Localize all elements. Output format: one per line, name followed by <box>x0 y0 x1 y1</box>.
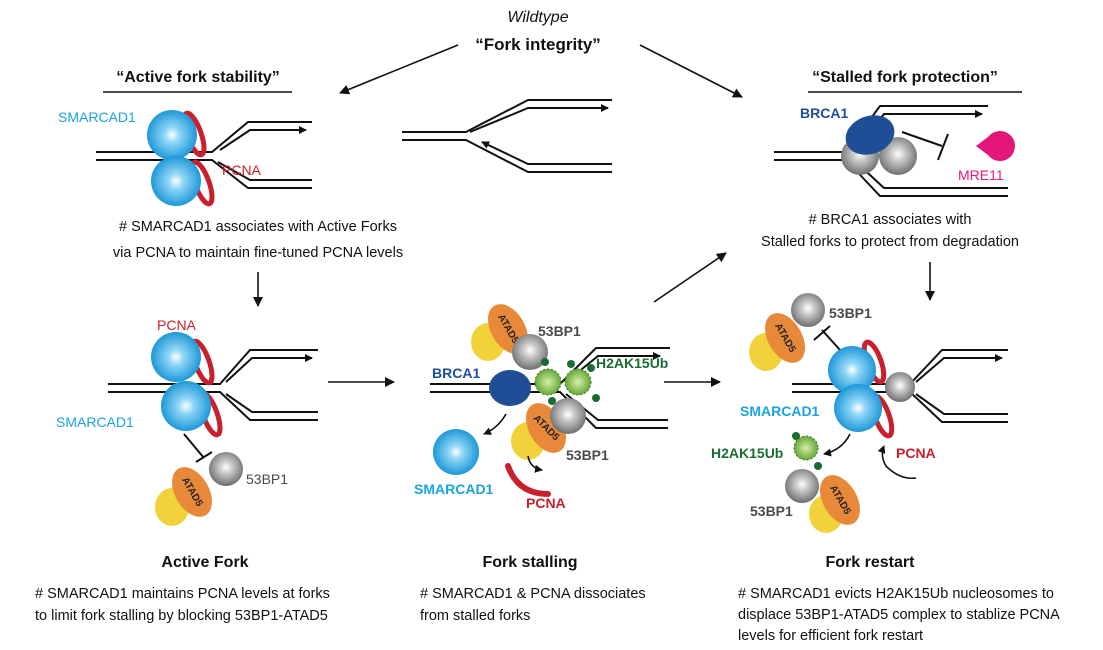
fork-integrity-title: “Fork integrity” <box>475 35 601 54</box>
ubiquitin-dot <box>792 432 800 440</box>
ubiquitin-dot <box>541 358 549 366</box>
eviction-arrow <box>823 433 851 457</box>
smarcad1-label: SMARCAD1 <box>740 403 820 419</box>
53bp1-label: 53BP1 <box>566 447 609 463</box>
central-fork-diagram <box>402 99 612 173</box>
smarcad1-label: SMARCAD1 <box>58 109 136 125</box>
53bp1-sphere <box>885 372 915 402</box>
inhibition-bar <box>195 451 213 463</box>
fork-stalling-title: Fork stalling <box>482 554 577 571</box>
active-stability-title: “Active fork stability” <box>116 69 280 86</box>
atad5-ellipse <box>820 475 860 525</box>
brca1-ellipse <box>845 115 895 155</box>
h2ak15ub-label: H2AK15Ub <box>711 445 783 461</box>
fork-stalling-caption-2: from stalled forks <box>420 608 530 624</box>
inhibition-bar <box>937 133 949 161</box>
h2ak15ub-nucleosome <box>793 435 819 461</box>
pcna-label: PCNA <box>896 445 936 461</box>
mre11-pacman <box>976 130 1016 161</box>
h2ak15ub-nucleosome <box>534 368 562 396</box>
smarcad1-sphere <box>161 381 211 431</box>
53bp1-sphere <box>879 137 917 175</box>
inhibition-bar <box>813 325 831 341</box>
ubiquitin-dot <box>587 364 595 372</box>
smarcad1-sphere <box>151 332 201 382</box>
smarcad1-sphere <box>433 429 479 475</box>
fork-restart-caption-2: displace 53BP1-ATAD5 complex to stablize… <box>738 607 1060 623</box>
active-stability-caption-1: # SMARCAD1 associates with Active Forks <box>119 219 397 235</box>
arrow-to-stalled-protection <box>639 44 743 98</box>
brca1-label: BRCA1 <box>800 105 848 121</box>
smarcad1-sphere <box>828 346 876 394</box>
pcna-label: PCNA <box>526 495 566 511</box>
wildtype-label: Wildtype <box>507 9 568 26</box>
mre11-label: MRE11 <box>958 167 1004 183</box>
arrow-stalling-to-protection <box>653 252 727 303</box>
atad5-ellipse <box>172 467 212 517</box>
inhibition-line <box>901 131 943 147</box>
53bp1-sphere <box>550 398 586 434</box>
dissociation-arrow <box>527 455 543 473</box>
ubiquitin-dot <box>567 360 575 368</box>
dissociation-arrow <box>483 413 507 435</box>
active-fork-title: Active Fork <box>161 554 248 571</box>
fork-restart-caption-3: levels for efficient fork restart <box>738 628 923 644</box>
stalled-protection-caption-1: # BRCA1 associates with <box>809 212 972 228</box>
pcna-label: PCNA <box>222 162 262 178</box>
ubiquitin-dot <box>592 394 600 402</box>
53bp1-label: 53BP1 <box>538 323 581 339</box>
53bp1-label: 53BP1 <box>829 305 872 321</box>
smarcad1-label: SMARCAD1 <box>414 481 494 497</box>
pcna-crescent <box>505 463 551 497</box>
smarcad1-label: SMARCAD1 <box>56 414 134 430</box>
fork-stalling-caption-1: # SMARCAD1 & PCNA dissociates <box>420 586 646 602</box>
ubiquitin-dot <box>548 397 556 405</box>
active-stability-caption-2: via PCNA to maintain fine-tuned PCNA lev… <box>113 245 403 261</box>
smarcad1-sphere <box>151 156 201 206</box>
arrow-to-active-stability <box>339 44 459 95</box>
pcna-label: PCNA <box>157 317 197 333</box>
53bp1-sphere <box>209 452 243 486</box>
fork-restart-caption-1: # SMARCAD1 evicts H2AK15Ub nucleosomes t… <box>738 586 1054 602</box>
atad5-ellipse <box>765 313 805 363</box>
active-fork-caption-2: to limit fork stalling by blocking 53BP1… <box>35 608 328 624</box>
brca1-label: BRCA1 <box>432 365 480 381</box>
inhibition-line <box>821 329 841 351</box>
active-fork-caption-1: # SMARCAD1 maintains PCNA levels at fork… <box>35 586 330 602</box>
stalled-protection-caption-2: Stalled forks to protect from degradatio… <box>761 234 1019 250</box>
inhibition-line <box>183 433 205 459</box>
h2ak15ub-label: H2AK15Ub <box>596 355 668 371</box>
h2ak15ub-nucleosome <box>564 368 592 396</box>
53bp1-label: 53BP1 <box>246 471 288 487</box>
53bp1-label: 53BP1 <box>750 503 793 519</box>
active-fork-dna <box>108 349 318 421</box>
53bp1-sphere <box>785 469 819 503</box>
smarcad1-sphere <box>147 110 197 160</box>
brca1-ellipse <box>489 370 531 406</box>
stalled-protection-title: “Stalled fork protection” <box>812 69 998 86</box>
53bp1-sphere <box>791 293 825 327</box>
restart-arrow <box>877 445 917 480</box>
fork-restart-title: Fork restart <box>826 554 916 571</box>
53bp1-sphere <box>512 334 548 370</box>
smarcad1-sphere <box>834 384 882 432</box>
ubiquitin-dot <box>814 462 822 470</box>
